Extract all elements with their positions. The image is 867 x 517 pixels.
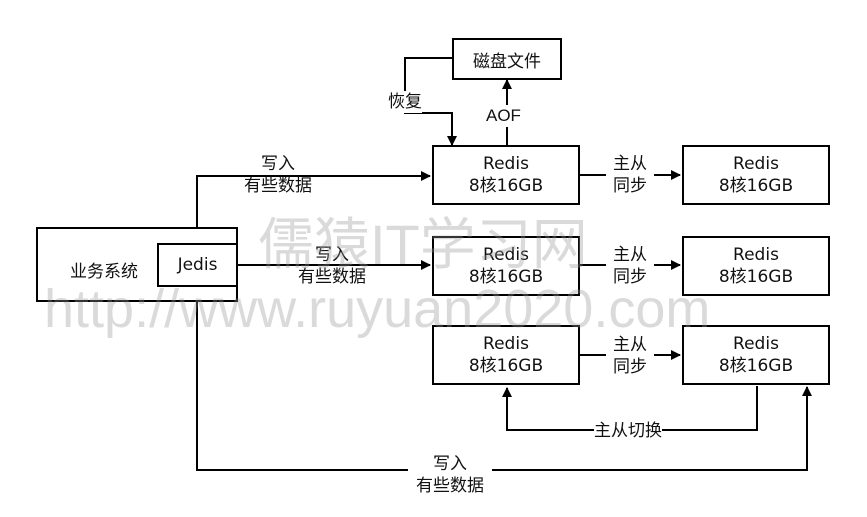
label-write: 写入 <box>433 454 467 474</box>
redis-node-1: Redis 8核16GB <box>432 145 580 205</box>
redis-spec: 8核16GB <box>468 176 544 196</box>
redis-title: Redis <box>733 154 779 174</box>
label-write: 写入 <box>315 245 349 265</box>
label-some-data: 有些数据 <box>416 476 484 496</box>
redis-node-3: Redis 8核16GB <box>432 236 580 296</box>
disk-file-box: 磁盘文件 <box>452 38 562 80</box>
label-sync-1: 主从 同步 <box>606 153 654 197</box>
edge-restore <box>404 57 457 146</box>
redis-node-2: Redis 8核16GB <box>682 145 830 205</box>
label-write-bottom: 写入 有些数据 <box>408 453 492 497</box>
label-master-slave: 主从 <box>613 245 647 265</box>
label-failover: 主从切换 <box>594 420 662 442</box>
jedis-label: Jedis <box>177 255 218 275</box>
edge-write-redis1 <box>196 171 431 242</box>
label-write: 写入 <box>261 154 295 174</box>
label-write-middle: 写入 有些数据 <box>290 244 374 288</box>
disk-file-label: 磁盘文件 <box>473 51 541 72</box>
label-master-slave: 主从 <box>613 335 647 355</box>
redis-spec: 8核16GB <box>718 356 794 376</box>
redis-spec: 8核16GB <box>468 267 544 287</box>
label-aof: AOF <box>486 105 521 127</box>
label-write-top: 写入 有些数据 <box>236 153 320 197</box>
label-master-slave: 主从 <box>613 154 647 174</box>
redis-node-5: Redis 8核16GB <box>432 325 580 385</box>
redis-title: Redis <box>483 245 529 265</box>
redis-title: Redis <box>733 245 779 265</box>
redis-spec: 8核16GB <box>718 176 794 196</box>
redis-node-4: Redis 8核16GB <box>682 236 830 296</box>
redis-title: Redis <box>483 154 529 174</box>
edge-write-redis6 <box>196 287 812 471</box>
label-sync-3: 主从 同步 <box>606 334 654 378</box>
redis-title: Redis <box>483 334 529 354</box>
label-restore: 恢复 <box>388 91 422 113</box>
label-some-data: 有些数据 <box>244 176 312 196</box>
redis-node-6: Redis 8核16GB <box>682 325 830 385</box>
redis-spec: 8核16GB <box>718 267 794 287</box>
label-sync: 同步 <box>613 357 647 377</box>
label-some-data: 有些数据 <box>298 267 366 287</box>
jedis-box: Jedis <box>157 243 238 287</box>
redis-title: Redis <box>733 334 779 354</box>
business-system-label: 业务系统 <box>70 262 138 282</box>
label-sync: 同步 <box>613 267 647 287</box>
label-sync-2: 主从 同步 <box>606 244 654 288</box>
label-sync: 同步 <box>613 176 647 196</box>
redis-spec: 8核16GB <box>468 356 544 376</box>
